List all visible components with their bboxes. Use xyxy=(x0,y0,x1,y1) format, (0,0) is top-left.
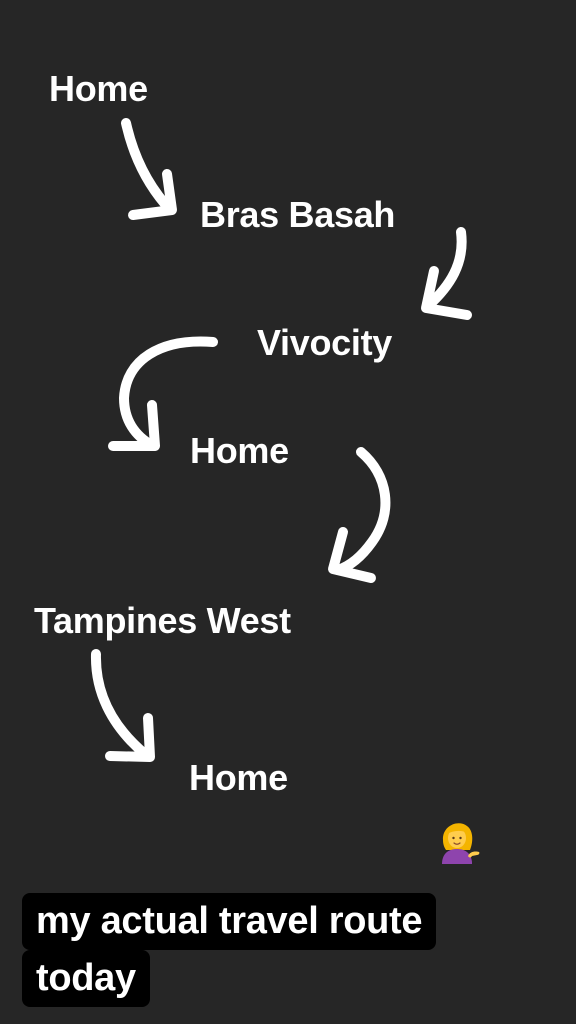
arrow-3-icon xyxy=(108,336,218,451)
stop-home-2: Home xyxy=(190,430,289,471)
caption-line-2: today xyxy=(22,950,150,1007)
stop-vivocity: Vivocity xyxy=(257,322,393,363)
arrow-2-icon xyxy=(421,227,472,320)
arrow-5-icon xyxy=(90,649,155,762)
person-tipping-hand-icon xyxy=(442,823,480,864)
arrow-1-icon xyxy=(121,118,177,220)
stop-tampines-west: Tampines West xyxy=(34,600,291,641)
caption-line-1: my actual travel route xyxy=(22,893,437,950)
stop-home-3: Home xyxy=(189,757,288,798)
arrow-4-icon xyxy=(328,447,391,583)
stop-bras-basah: Bras Basah xyxy=(200,194,396,235)
story-caption: my actual travel route today xyxy=(22,893,502,1007)
stop-home-1: Home xyxy=(49,68,148,109)
